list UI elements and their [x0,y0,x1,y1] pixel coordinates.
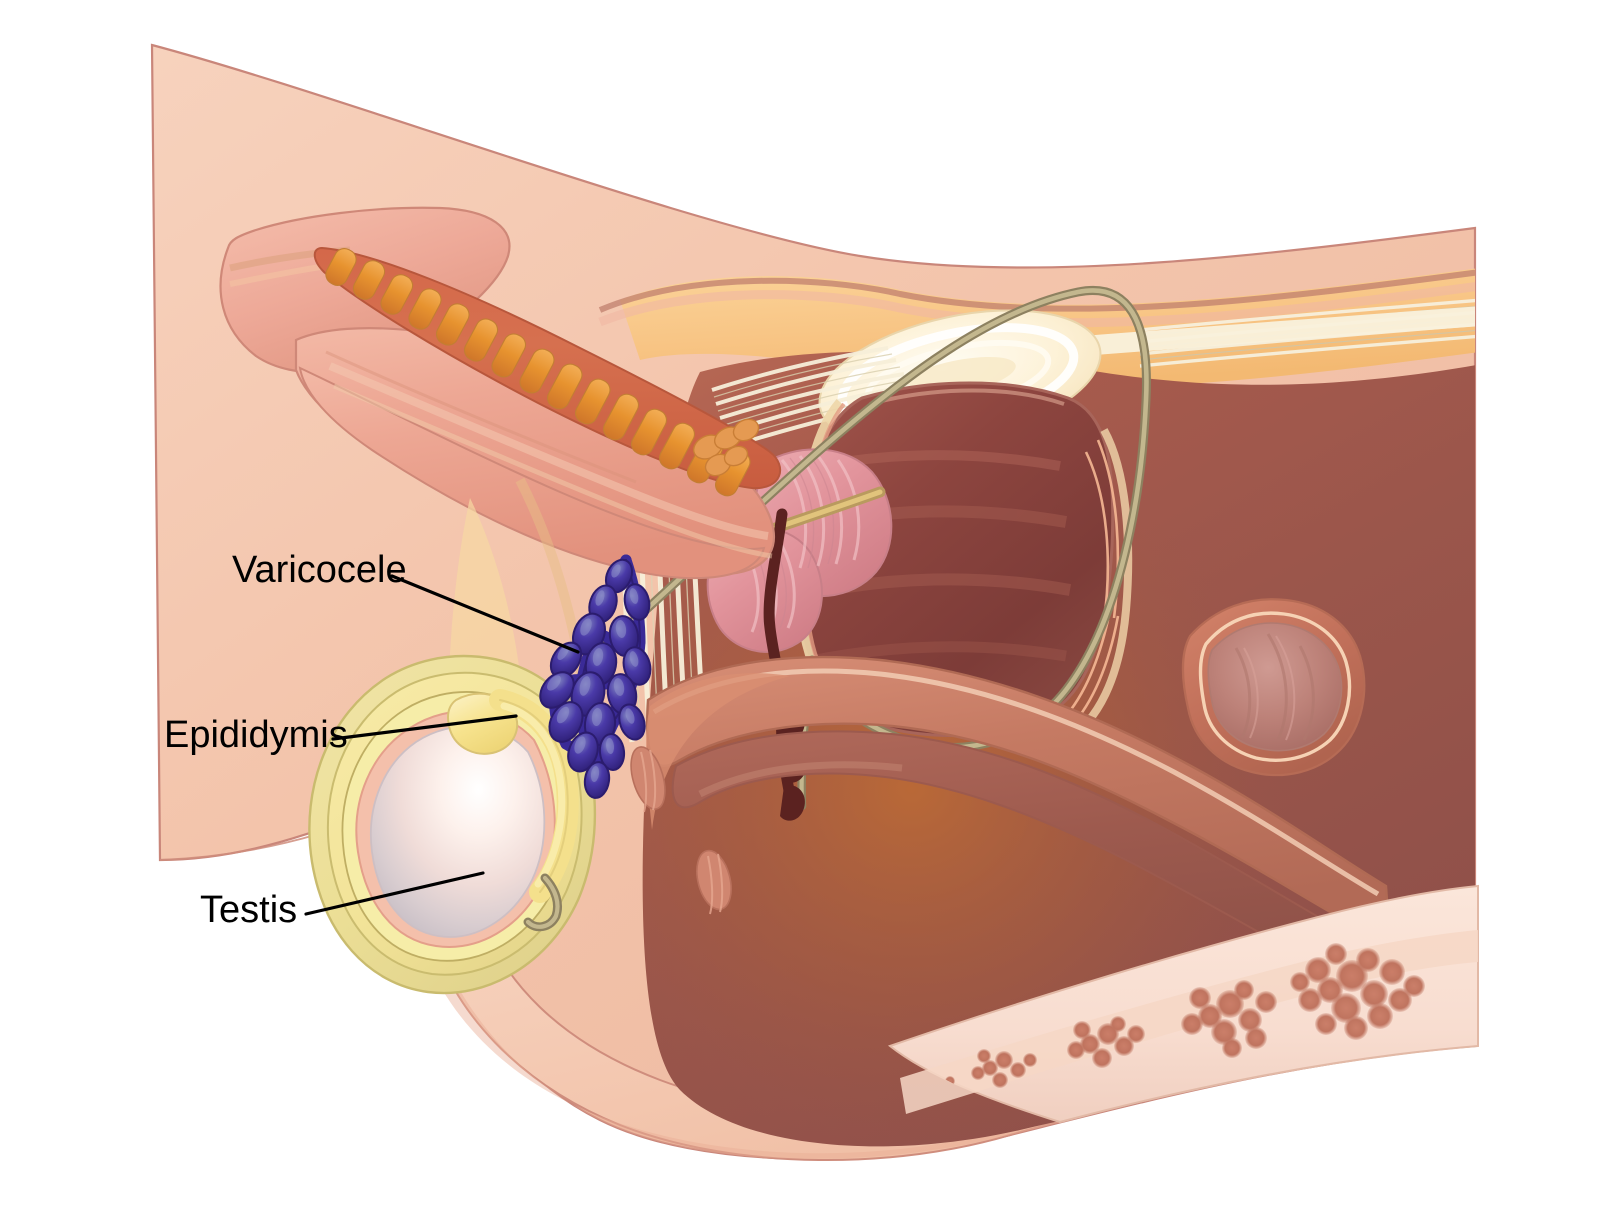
epididymis [447,689,579,932]
penis-shaft [219,206,781,580]
leader-line-testis [304,871,485,916]
sacrum-bone [887,884,1479,1124]
penile-urethra [325,248,751,497]
varicocele-plexus [539,554,652,799]
leader-line-varicocele [390,574,580,654]
sigmoid-colon [1181,598,1366,777]
label-testis[interactable]: Testis [200,871,485,931]
label-text-epididymis: Epididymis [164,714,348,756]
levator-muscle-nubs [630,746,732,915]
cord-vessel-bundle [692,418,760,477]
label-varicocele[interactable]: Varicocele [232,549,580,654]
label-text-varicocele: Varicocele [232,549,407,591]
label-epididymis[interactable]: Epididymis [164,714,518,756]
annotation-layer: Varicocele Epididymis Testis [164,549,580,931]
rectal-shelf [646,673,790,830]
testis [370,725,546,938]
label-text-testis: Testis [200,889,297,931]
leader-line-epididymis [331,714,518,741]
